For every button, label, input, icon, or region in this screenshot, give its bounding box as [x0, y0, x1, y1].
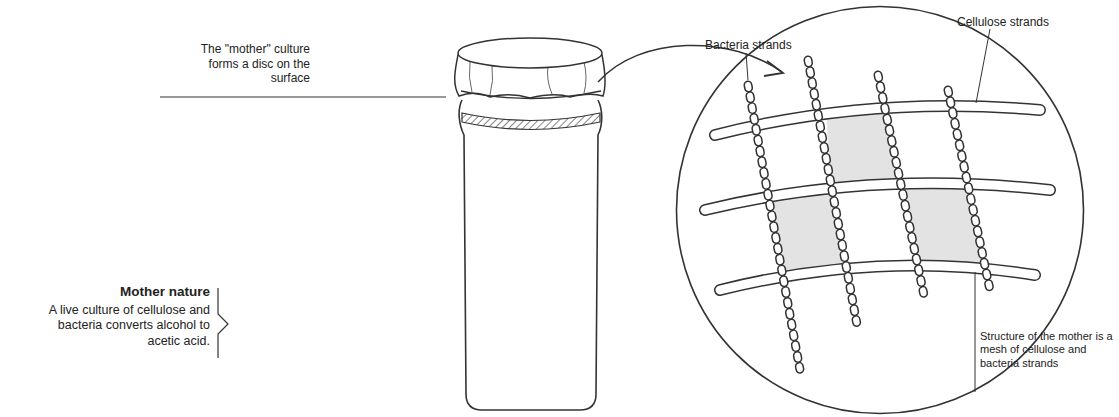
- cloth-top: [458, 38, 602, 68]
- jar-body: [459, 100, 602, 410]
- caption-text: A live culture of cellulose and bacteria…: [40, 303, 210, 349]
- mother-disc: [462, 113, 600, 130]
- leader-line: [975, 272, 976, 392]
- magnified-view: Cellulose strandsBacteria strandsStructu…: [675, 5, 1085, 415]
- cloth-string: [461, 91, 601, 99]
- heading: Mother nature: [40, 284, 210, 300]
- callout-label: Cellulose strands: [957, 15, 1087, 30]
- bacteria-strands: [748, 60, 990, 370]
- bracket: [218, 288, 228, 358]
- callout-label: The "mother" culture forms a disc on the…: [180, 42, 310, 86]
- callout-label: Structure of the mother is a mesh of cel…: [980, 330, 1118, 370]
- leader-line: [976, 29, 990, 103]
- callout-label: Bacteria strands: [705, 38, 835, 53]
- leader-line: [160, 97, 446, 98]
- arrow-head: [764, 61, 783, 76]
